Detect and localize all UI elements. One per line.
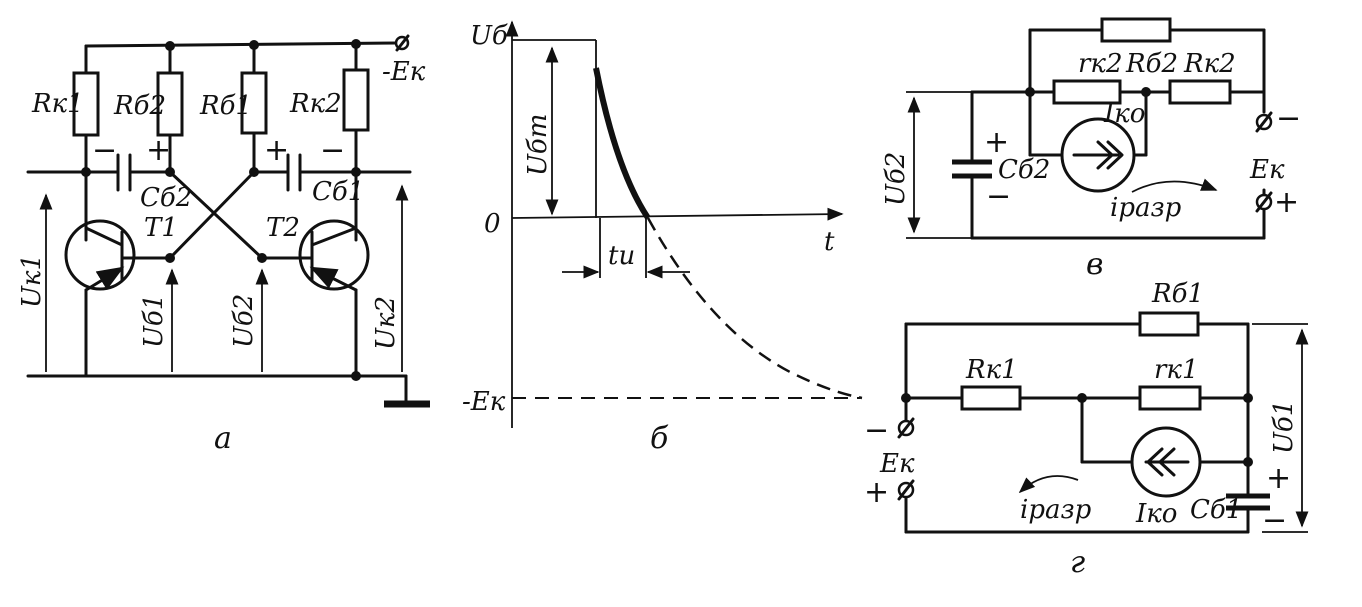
label-rb1: Rб1 — [199, 91, 252, 121]
resistor-rk2 — [342, 68, 370, 132]
cb1-g-plus: + — [1266, 461, 1291, 496]
cb2-plus: + — [146, 133, 171, 168]
cb1-minus: − — [320, 133, 345, 168]
waveform-x-axis — [511, 207, 844, 221]
transistor-t1 — [64, 219, 136, 291]
resistor-rk1-small-g — [1138, 385, 1202, 411]
label-rk1: Rк1 — [31, 89, 84, 119]
label-rk1-small-g: rк1 — [1154, 355, 1199, 385]
label-rk2: Rк2 — [289, 89, 342, 119]
supply-label: -Eк — [382, 57, 426, 87]
caption-a: а — [214, 421, 232, 456]
label-i-razr-g: iразр — [1020, 495, 1092, 525]
label-iko-g: Iко — [1135, 499, 1177, 529]
label-rk2-v: Rк2 — [1183, 49, 1236, 79]
resistor-top-v — [1100, 17, 1172, 43]
label-zero: 0 — [484, 209, 501, 239]
label-tu: tu — [608, 241, 635, 271]
label-x-axis: t — [824, 227, 835, 257]
label-neg-ek: -Eк — [462, 387, 506, 417]
label-ub1: Uб1 — [139, 294, 169, 348]
terminal-g-minus-sign: − — [864, 413, 889, 448]
waveform-curve — [593, 67, 651, 220]
terminal-g-plus-sign: + — [864, 475, 889, 510]
resistor-rk1-g — [960, 385, 1022, 411]
label-ub2-v: Uб2 — [881, 152, 911, 206]
label-y-axis: Uб — [470, 21, 508, 51]
caption-g: г — [1070, 545, 1085, 580]
cb2-v-minus: − — [986, 179, 1011, 214]
supply-rail — [84, 41, 400, 48]
label-cb1: Cб1 — [312, 177, 364, 207]
panel-a-multivibrator: -Eк — [17, 34, 430, 456]
cb2-v-plus: + — [984, 125, 1009, 160]
terminal-v-minus-sign: − — [1276, 101, 1301, 136]
transistor-t2 — [298, 219, 370, 291]
cb2-minus: − — [92, 133, 117, 168]
waveform-continuation — [646, 217, 863, 400]
label-rb2: Rб2 — [113, 91, 166, 121]
panel-v-circuit: rк2 Rб2 Rк2 Iко Uб2 + Cб2 − − Eк + iразр… — [881, 17, 1301, 282]
label-ubm: Uбm — [523, 114, 553, 176]
panel-b-waveform: Uб Uбm 0 t tu -Eк б — [462, 20, 863, 456]
label-t1: T1 — [144, 213, 178, 243]
resistor-rb1-g — [1138, 311, 1200, 337]
label-ek-g: Eк — [879, 449, 915, 479]
label-t2: T2 — [266, 213, 300, 243]
label-cb2: Cб2 — [140, 183, 192, 213]
panel-g-circuit: Rб1 Rк1 rк1 Iко Cб1 + − Uб1 − Eк + iразр… — [864, 279, 1309, 580]
label-ek-v: Eк — [1249, 155, 1285, 185]
label-cb1-g: Cб1 — [1190, 495, 1242, 525]
label-rb2-v: Rб2 — [1125, 49, 1178, 79]
label-ub1-g: Uб1 — [1269, 400, 1299, 454]
arrow-i-razr-g — [1018, 475, 1079, 494]
caption-b: б — [650, 421, 669, 456]
label-ub2: Uб2 — [229, 294, 259, 348]
arrow-i-razr-v — [1131, 178, 1218, 193]
label-uk2: Uк2 — [371, 296, 401, 350]
label-rk1-g: Rк1 — [965, 355, 1018, 385]
caption-v: в — [1086, 247, 1103, 282]
resistor-rk2-v — [1168, 79, 1232, 105]
cb1-g-minus: − — [1262, 503, 1287, 538]
label-rb1-g: Rб1 — [1151, 279, 1204, 309]
terminal-v-plus-sign: + — [1274, 185, 1299, 220]
label-cb2-v: Cб2 — [998, 155, 1050, 185]
cb1-plus: + — [264, 133, 289, 168]
label-i-razr-v: iразр — [1110, 193, 1182, 223]
label-iko-v: Iко — [1103, 99, 1145, 129]
label-rk2-small: rк2 — [1078, 49, 1123, 79]
label-uk1: Uк1 — [17, 254, 47, 308]
